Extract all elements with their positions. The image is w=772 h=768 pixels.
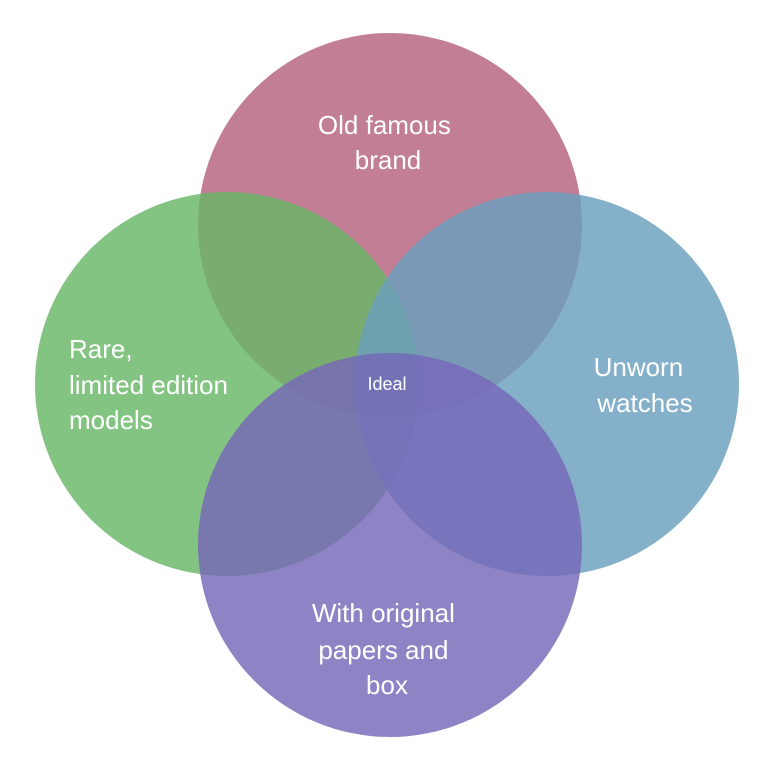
center-label: Ideal: [367, 374, 406, 394]
label-bottom-line-1: With original: [312, 598, 455, 628]
label-top-line-1: Old famous: [318, 110, 451, 140]
label-bottom: With original papers and box: [312, 598, 462, 700]
label-right: Unworn watches: [594, 352, 693, 418]
label-bottom-line-2: papers and: [318, 635, 448, 665]
label-right-line-2: watches: [596, 388, 692, 418]
label-bottom-line-3: box: [366, 670, 408, 700]
label-top: Old famous brand: [318, 110, 458, 175]
label-top-line-2: brand: [355, 145, 422, 175]
label-left-line-1: Rare,: [69, 334, 133, 364]
label-left: Rare, limited edition models: [69, 334, 235, 435]
label-right-line-1: Unworn: [594, 352, 684, 382]
circle-bottom: [198, 353, 582, 737]
label-left-line-2: limited edition: [69, 370, 228, 400]
label-left-line-3: models: [69, 405, 153, 435]
